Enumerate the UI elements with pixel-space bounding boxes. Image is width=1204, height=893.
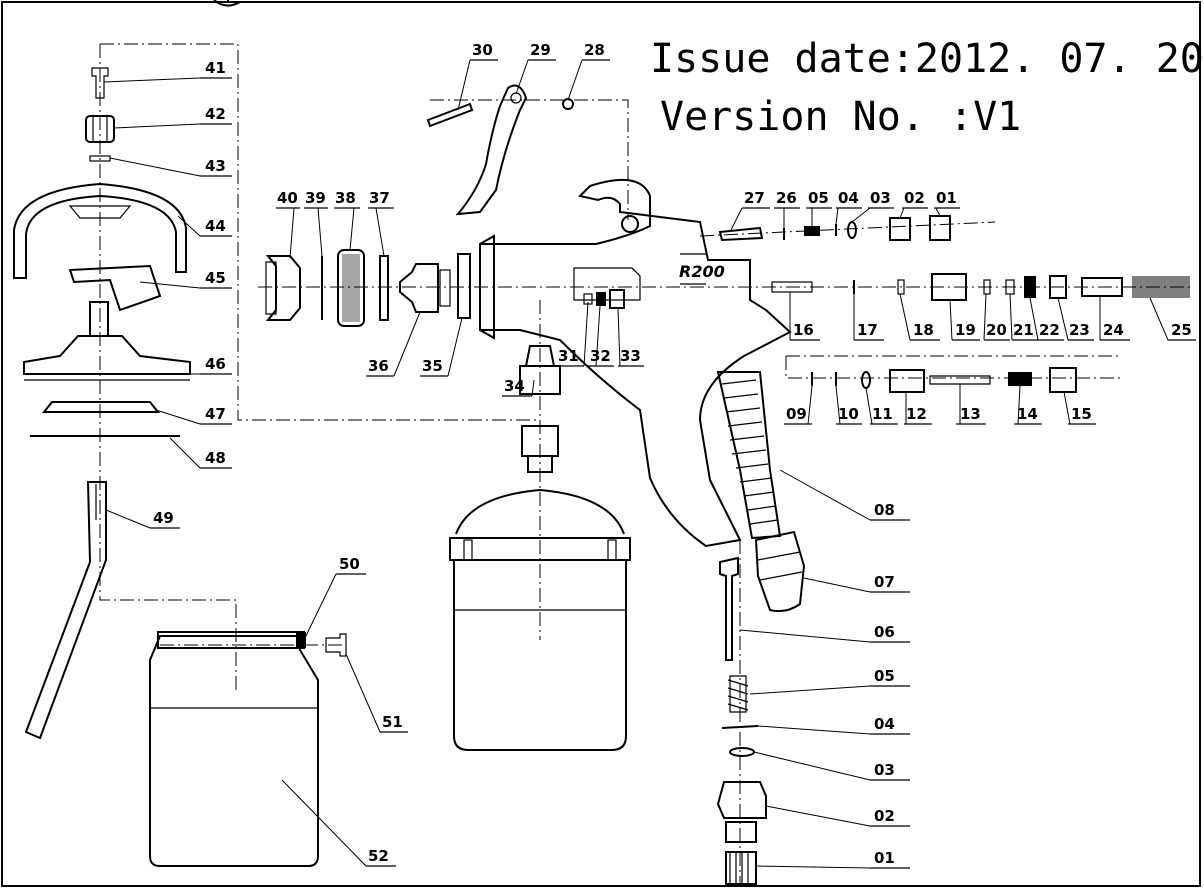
gun-body: R200 <box>479 179 792 548</box>
label-49: 49 <box>153 509 174 527</box>
label-42: 42 <box>205 105 226 123</box>
part-50-hinge <box>157 631 306 649</box>
label-21: 21 <box>1013 321 1034 339</box>
cropped-title-fragment <box>213 0 241 7</box>
label-39: 39 <box>305 189 326 207</box>
part-31-33-fittings <box>583 289 625 309</box>
label-03-upper: 03 <box>870 189 891 207</box>
label-02-upper: 02 <box>904 189 925 207</box>
label-20: 20 <box>986 321 1007 339</box>
callouts: 41 42 43 44 45 46 47 48 49 50 51 52 40 3… <box>103 41 1196 869</box>
label-40: 40 <box>277 189 298 207</box>
label-02-lower: 02 <box>874 807 895 825</box>
part-42-nut <box>85 115 115 143</box>
label-45: 45 <box>205 269 226 287</box>
label-51: 51 <box>382 713 403 731</box>
label-28: 28 <box>584 41 605 59</box>
label-46: 46 <box>205 355 226 373</box>
label-33: 33 <box>620 347 641 365</box>
label-31: 31 <box>558 347 579 365</box>
label-47: 47 <box>205 405 226 423</box>
part-49-tube <box>24 481 107 740</box>
valve-assembly <box>811 367 1077 393</box>
label-19: 19 <box>955 321 976 339</box>
needle-assembly-upper <box>718 215 951 242</box>
label-24: 24 <box>1103 321 1124 339</box>
label-50: 50 <box>339 555 360 573</box>
version-number: Version No. :V1 <box>660 94 1022 140</box>
label-34: 34 <box>504 377 525 395</box>
label-32: 32 <box>590 347 611 365</box>
label-14: 14 <box>1017 405 1038 423</box>
part-46-lid <box>23 301 191 381</box>
part-41-screw <box>91 67 109 99</box>
label-37: 37 <box>369 189 390 207</box>
label-41: 41 <box>205 59 226 77</box>
label-08: 08 <box>874 501 895 519</box>
part-07-air-inlet <box>754 530 806 613</box>
brand-mark: R200 <box>679 262 725 281</box>
label-44: 44 <box>205 217 226 235</box>
label-18: 18 <box>913 321 934 339</box>
label-38: 38 <box>335 189 356 207</box>
gravity-cup <box>449 488 631 751</box>
label-30: 30 <box>472 41 493 59</box>
air-valve-stack <box>716 556 767 885</box>
label-52: 52 <box>368 847 389 865</box>
label-03-lower: 03 <box>874 761 895 779</box>
label-36: 36 <box>368 357 389 375</box>
part-45-clamp <box>68 264 162 312</box>
label-06: 06 <box>874 623 895 641</box>
label-11: 11 <box>872 405 893 423</box>
label-15: 15 <box>1071 405 1092 423</box>
label-04-upper: 04 <box>838 189 859 207</box>
label-29: 29 <box>530 41 551 59</box>
part-47-gasket <box>41 401 161 413</box>
part-44-handle <box>13 182 187 279</box>
label-01-upper: 01 <box>936 189 957 207</box>
part-36-nozzle <box>399 263 451 313</box>
label-04-lower: 04 <box>874 715 895 733</box>
assembly-centerlines <box>99 43 1190 885</box>
label-01-lower: 01 <box>874 849 895 867</box>
label-26: 26 <box>776 189 797 207</box>
part-35-seal <box>457 253 471 319</box>
part-52-cup <box>149 635 319 867</box>
label-16: 16 <box>793 321 814 339</box>
label-17: 17 <box>857 321 878 339</box>
part-38-retaining-ring <box>337 249 365 327</box>
spindle-assembly <box>771 273 1190 301</box>
label-35: 35 <box>422 357 443 375</box>
label-05-lower: 05 <box>874 667 895 685</box>
label-13: 13 <box>960 405 981 423</box>
issue-date: Issue date:2012. 07. 20 <box>650 36 1204 82</box>
label-25: 25 <box>1171 321 1192 339</box>
label-07: 07 <box>874 573 895 591</box>
label-09: 09 <box>786 405 807 423</box>
label-05-upper: 05 <box>808 189 829 207</box>
label-27: 27 <box>744 189 765 207</box>
part-08-handle-grip <box>716 371 782 540</box>
label-43: 43 <box>205 157 226 175</box>
part-34-connector <box>519 345 561 473</box>
part-40-air-cap <box>265 255 301 321</box>
label-10: 10 <box>838 405 859 423</box>
part-51-pin <box>325 633 347 657</box>
label-23: 23 <box>1069 321 1090 339</box>
part-30-pin <box>426 102 474 128</box>
label-48: 48 <box>205 449 226 467</box>
label-22: 22 <box>1039 321 1060 339</box>
part-37-gasket <box>379 255 389 321</box>
label-12: 12 <box>906 405 927 423</box>
